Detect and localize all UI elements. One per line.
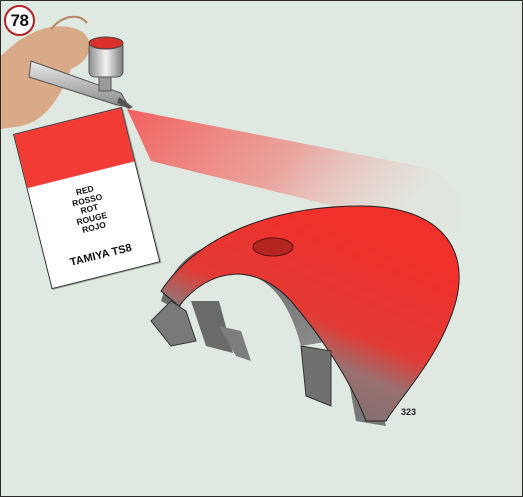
step-number-badge: 78: [4, 5, 35, 36]
nose-cone-part: [151, 206, 459, 426]
color-names: RED ROSSO ROT ROUGE ROJO: [30, 173, 148, 246]
part-number: 323: [401, 407, 416, 417]
